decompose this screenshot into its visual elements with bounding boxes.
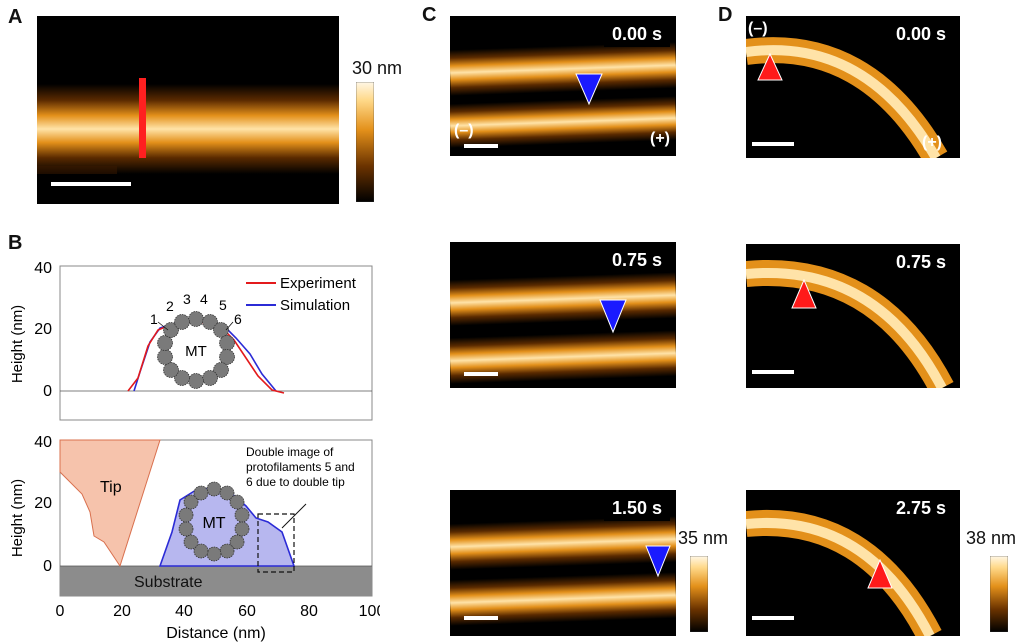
afm-frame-c2: 0.75 s [450, 242, 676, 388]
scale-bar-d3 [752, 616, 794, 620]
afm-frame-d2: 0.75 s [746, 244, 960, 388]
scale-bar-d2 [752, 370, 794, 374]
protofilament-label-2: 2 [166, 298, 174, 314]
mt-label-top: MT [185, 343, 207, 360]
y-tick-0-bottom: 0 [43, 558, 52, 575]
protofilament-label-1: 1 [150, 311, 158, 327]
timestamp-c2: 0.75 s [603, 248, 670, 273]
colorbar-label-d: 38 nm [966, 528, 1017, 548]
blue-marker-c3 [645, 545, 671, 578]
plus-end-label-d: (+) [922, 134, 942, 151]
tip-shape [59, 439, 161, 568]
y-tick-0-top: 0 [43, 383, 52, 400]
red-marker-d2 [791, 278, 817, 309]
y-tick-40-bottom: 40 [34, 434, 52, 451]
tip-simulation-plot: Substrate Tip MT Double image of protofi… [9, 434, 380, 642]
red-marker-d3 [867, 558, 893, 589]
annotation-line-2: protofilaments 5 and [246, 460, 355, 474]
y-tick-20-top: 20 [34, 321, 52, 338]
y-axis-label-bottom: Height (nm) [9, 479, 26, 557]
scale-bar-c3 [464, 616, 498, 620]
line-profile-marker [139, 78, 146, 158]
panel-label-c: C [422, 4, 437, 26]
scale-bar-c2 [464, 372, 498, 376]
profile-plot-frame [59, 265, 373, 421]
protofilament-label-6: 6 [234, 311, 242, 327]
timestamp-d1: 0.00 s [887, 22, 954, 47]
x-tick-20: 20 [113, 603, 131, 620]
microtubule-diagram-bottom: MT [178, 481, 250, 562]
legend-simulation: Simulation [280, 297, 350, 314]
afm-frame-c3: 1.50 s [450, 490, 676, 636]
x-tick-0: 0 [56, 603, 65, 620]
x-axis-label: Distance (nm) [166, 625, 266, 642]
x-tick-80: 80 [300, 603, 318, 620]
scale-bar-d1 [752, 142, 794, 146]
y-tick-20-bottom: 20 [34, 495, 52, 512]
microtubule-diagram-top: MT [157, 311, 235, 389]
panel-label-d: D [718, 4, 733, 26]
scale-bar-a [51, 182, 131, 186]
colorbar-d [989, 555, 1009, 633]
plus-end-label-c: (+) [650, 130, 670, 147]
x-tick-40: 40 [175, 603, 193, 620]
timestamp-d2: 0.75 s [887, 250, 954, 275]
colorbar-c [689, 555, 709, 633]
timestamp-c3: 1.50 s [603, 496, 670, 521]
colorbar-label-a: 30 nm [352, 58, 403, 78]
annotation-line-1: Double image of [246, 445, 334, 459]
legend: Experiment Simulation [246, 275, 357, 314]
annotation-arrow [281, 503, 307, 529]
red-marker-d1 [757, 52, 783, 81]
timestamp-d3: 2.75 s [887, 496, 954, 521]
mt-label-bottom: MT [202, 515, 225, 532]
substrate-rect [60, 566, 372, 596]
colorbar-label-c: 35 nm [678, 528, 729, 548]
y-axis-label-top: Height (nm) [9, 305, 26, 383]
tip-label: Tip [100, 479, 122, 496]
substrate-label: Substrate [134, 574, 203, 591]
legend-experiment: Experiment [280, 275, 357, 292]
protofilament-label-3: 3 [183, 291, 191, 307]
blue-marker-c1 [575, 73, 603, 106]
profile-plot: 40 20 0 Height (nm) MT 1 2 3 4 5 6 Exper… [9, 260, 373, 421]
protofilament-label-4: 4 [200, 291, 208, 307]
scale-bar-c1 [464, 144, 498, 148]
afm-frame-c1: 0.00 s (–) (+) [450, 16, 676, 156]
protofilament-label-5: 5 [219, 297, 227, 313]
afm-frame-d1: 0.00 s (–) (+) [746, 16, 960, 158]
minus-end-label-c: (–) [454, 122, 474, 139]
x-tick-100: 100 [359, 603, 380, 620]
blue-marker-c2 [599, 299, 627, 334]
y-tick-40-top: 40 [34, 260, 52, 277]
microtubule-image-a [37, 16, 339, 204]
double-image-box [257, 513, 295, 573]
panel-label-b: B [8, 232, 23, 254]
afm-image-a [37, 16, 339, 204]
x-tick-60: 60 [238, 603, 256, 620]
minus-end-label-d: (–) [748, 20, 768, 37]
panel-label-a: A [8, 6, 23, 28]
colorbar-a [355, 81, 375, 203]
annotation-line-3: 6 due to double tip [246, 475, 345, 489]
afm-frame-d3: 2.75 s [746, 490, 960, 636]
timestamp-c1: 0.00 s [603, 22, 670, 47]
